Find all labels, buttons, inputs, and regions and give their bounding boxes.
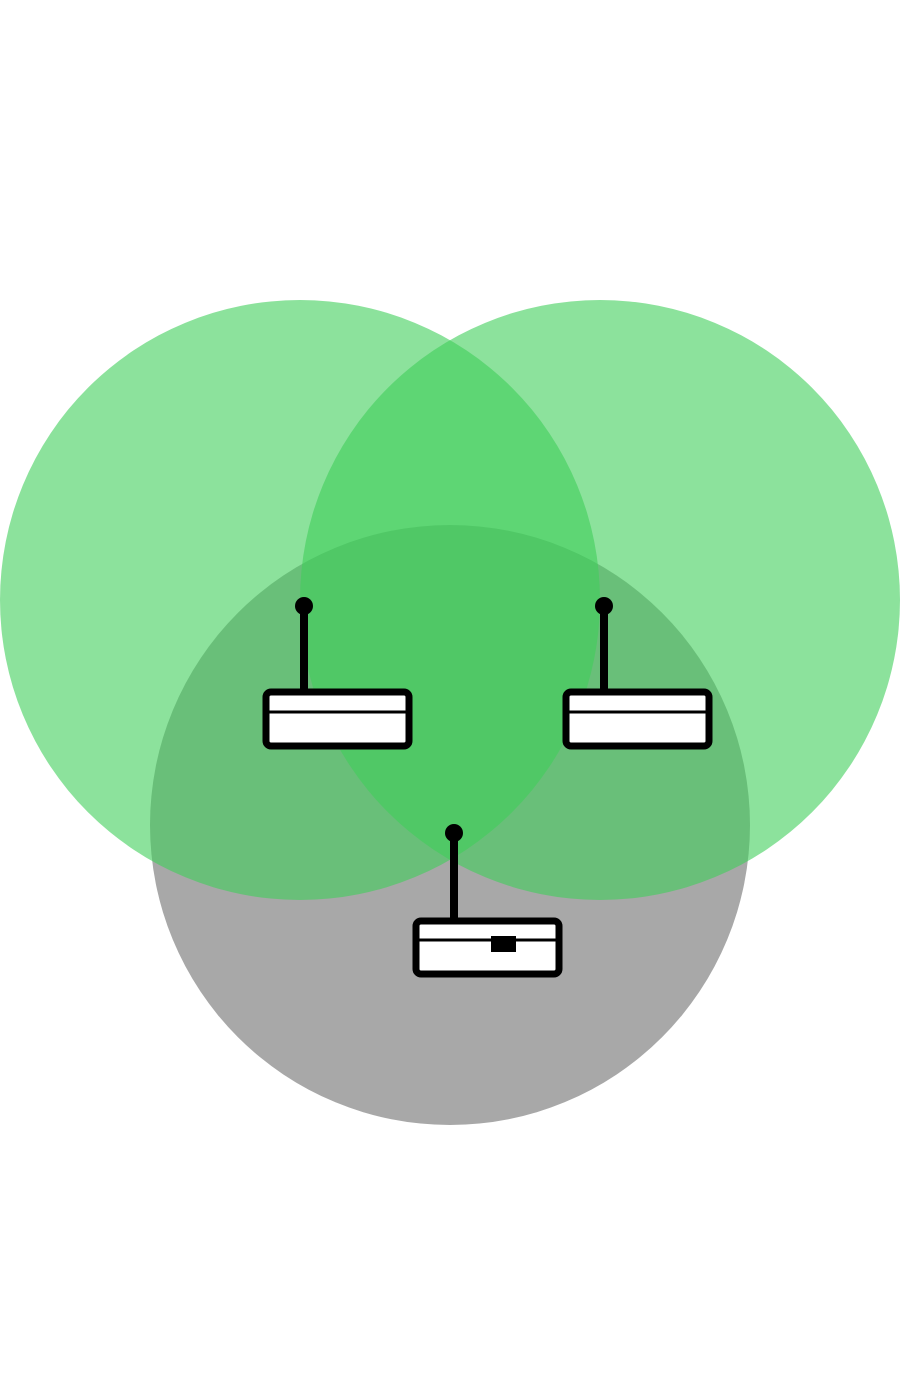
device-body [412, 917, 563, 978]
left-access-point [262, 597, 413, 750]
antenna-tip [445, 824, 463, 842]
device-indicator [491, 936, 516, 952]
device-body [562, 688, 713, 750]
right-access-point [562, 597, 713, 750]
wireless-router-icon [412, 824, 563, 978]
wireless-router-icon [562, 597, 713, 750]
antenna-tip [595, 597, 613, 615]
antenna-tip [295, 597, 313, 615]
device-body [262, 688, 413, 750]
bottom-client-device [412, 824, 563, 978]
wireless-router-icon [262, 597, 413, 750]
